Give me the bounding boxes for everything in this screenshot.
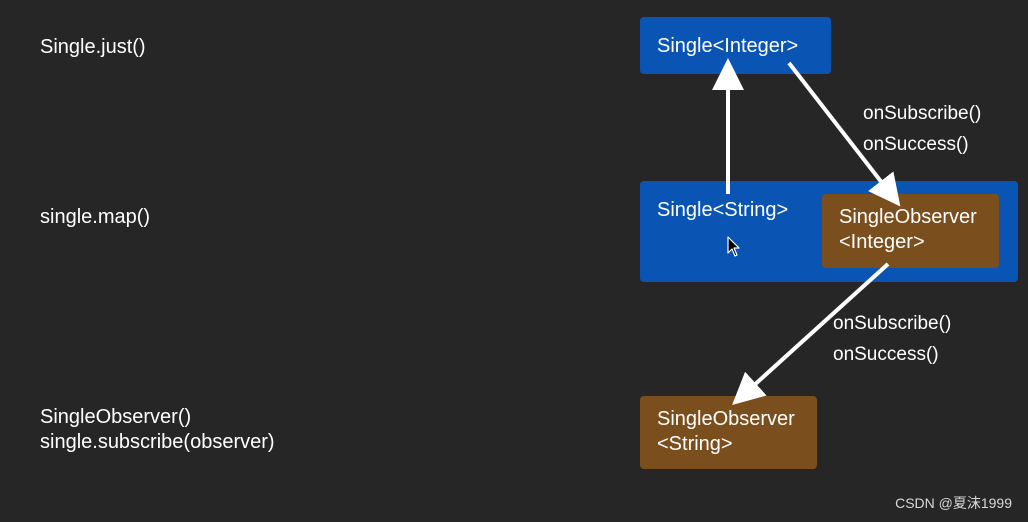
edge-upper-label-subscribe: onSubscribe() (863, 103, 982, 124)
observer-integer-label-line1: SingleObserver (839, 206, 977, 228)
observer-string-label-line2: <String> (657, 433, 733, 455)
observer-string-label-line1: SingleObserver (657, 408, 795, 430)
edge-lower-label-subscribe: onSubscribe() (833, 313, 952, 334)
observer-integer-node: SingleObserver <Integer> (822, 194, 999, 268)
step-label-observer: SingleObserver() (40, 406, 192, 428)
mouse-pointer-icon (727, 236, 740, 257)
single-integer-node: Single<Integer> (640, 17, 831, 74)
step-label-subscribe: single.subscribe(observer) (40, 431, 275, 453)
single-string-label: Single<String> (657, 199, 789, 221)
step-label-just: Single.just() (40, 36, 146, 58)
observer-integer-label-line2: <Integer> (839, 231, 925, 253)
watermark-text: CSDN @夏沫1999 (895, 495, 1012, 511)
observer-string-node: SingleObserver <String> (640, 396, 817, 469)
single-integer-label: Single<Integer> (657, 35, 799, 57)
edge-lower-label-success: onSuccess() (833, 344, 939, 365)
edge-upper-label-success: onSuccess() (863, 134, 969, 155)
step-label-map: single.map() (40, 206, 151, 228)
